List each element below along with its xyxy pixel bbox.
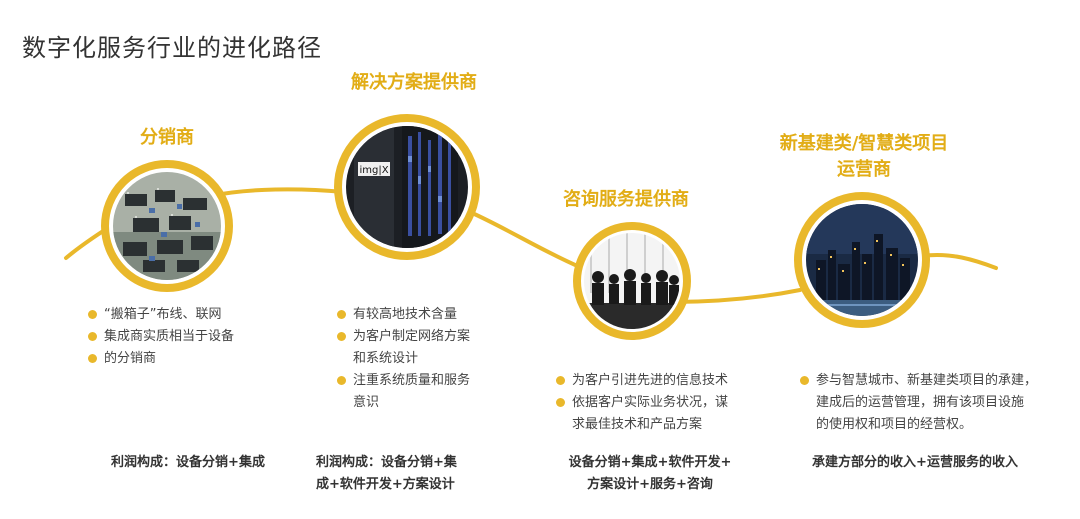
list-item-continuation: 求最佳技术和产品方案: [572, 417, 703, 432]
list-item-continuation: 的使用权和项目的经营权。: [816, 417, 973, 432]
profit-line: 成+软件开发+方案设计: [316, 477, 455, 492]
list-item-continuation: 和系统设计: [353, 351, 419, 366]
profit-line: 设备分销+集成+软件开发+: [568, 455, 732, 470]
stage-4-ring: [794, 192, 930, 328]
stage-3-profit: 设备分销+集成+软件开发+ 方案设计+服务+咨询: [540, 452, 760, 496]
stage-4-profit: 承建方部分的收入+运营服务的收入: [780, 452, 1050, 474]
list-item-continuation: 的分销商: [104, 351, 157, 366]
profit-line: 方案设计+服务+咨询: [587, 477, 713, 492]
stage-4-title-line: 新基建类/智慧类项目: [779, 133, 949, 154]
stage-2-title: 解决方案提供商: [351, 72, 477, 93]
list-item-text: 依据客户实际业务状况，谋: [572, 395, 729, 410]
list-item: 参与智慧城市、新基建类项目的承建， 建成后的运营管理，拥有该项目设施 的使用权和…: [800, 370, 1060, 436]
profit-line: 承建方部分的收入+运营服务的收入: [812, 455, 1018, 470]
business-meeting-photo: [584, 233, 680, 329]
list-item: “搬箱子”布线、联网: [88, 304, 268, 326]
stage-4-bullets: 参与智慧城市、新基建类项目的承建， 建成后的运营管理，拥有该项目设施 的使用权和…: [800, 370, 1060, 436]
list-item-text: 注重系统质量和服务: [353, 373, 471, 388]
profit-line: 利润构成：设备分销+集: [316, 455, 457, 470]
city-skyline-photo: [806, 204, 918, 316]
list-item: 集成商实质相当于设备: [88, 326, 268, 348]
stage-3-bullets: 为客户引进先进的信息技术 依据客户实际业务状况，谋 求最佳技术和产品方案: [556, 370, 766, 436]
stage-1-ring: [101, 160, 233, 292]
list-item: 注重系统质量和服务 意识: [337, 370, 517, 414]
stage-3-title: 咨询服务提供商: [563, 189, 689, 210]
stage-2-ring: img|X: [334, 114, 480, 260]
list-item: 依据客户实际业务状况，谋 求最佳技术和产品方案: [556, 392, 766, 436]
list-item: 有较高地技术含量: [337, 304, 517, 326]
page-title: 数字化服务行业的进化路径: [22, 34, 322, 62]
circuit-board-photo: [113, 172, 221, 280]
stage-2-profit: 利润构成：设备分销+集 成+软件开发+方案设计: [316, 452, 516, 496]
list-item-text: 为客户制定网络方案: [353, 329, 471, 344]
list-item: 的分销商: [88, 348, 268, 370]
stage-4-title: 新基建类/智慧类项目 运营商: [744, 131, 984, 183]
list-item: 为客户引进先进的信息技术: [556, 370, 766, 392]
stage-1-bullets: “搬箱子”布线、联网 集成商实质相当于设备 的分销商: [88, 304, 268, 370]
list-item-continuation: 意识: [353, 395, 380, 410]
server-rack-photo: img|X: [346, 126, 468, 248]
stage-3-ring: [573, 222, 691, 340]
list-item-continuation: 建成后的运营管理，拥有该项目设施: [816, 395, 1025, 410]
stage-2-bullets: 有较高地技术含量 为客户制定网络方案 和系统设计 注重系统质量和服务 意识: [337, 304, 517, 414]
profit-line: 利润构成：设备分销+集成: [111, 455, 265, 470]
stage-1-title: 分销商: [140, 127, 194, 148]
list-item-text: 参与智慧城市、新基建类项目的承建，: [816, 373, 1038, 388]
stage-1-profit: 利润构成：设备分销+集成: [68, 452, 308, 474]
stage-4-title-line: 运营商: [837, 159, 891, 180]
list-item: 为客户制定网络方案 和系统设计: [337, 326, 517, 370]
server-brand-label: img|X: [359, 165, 388, 176]
